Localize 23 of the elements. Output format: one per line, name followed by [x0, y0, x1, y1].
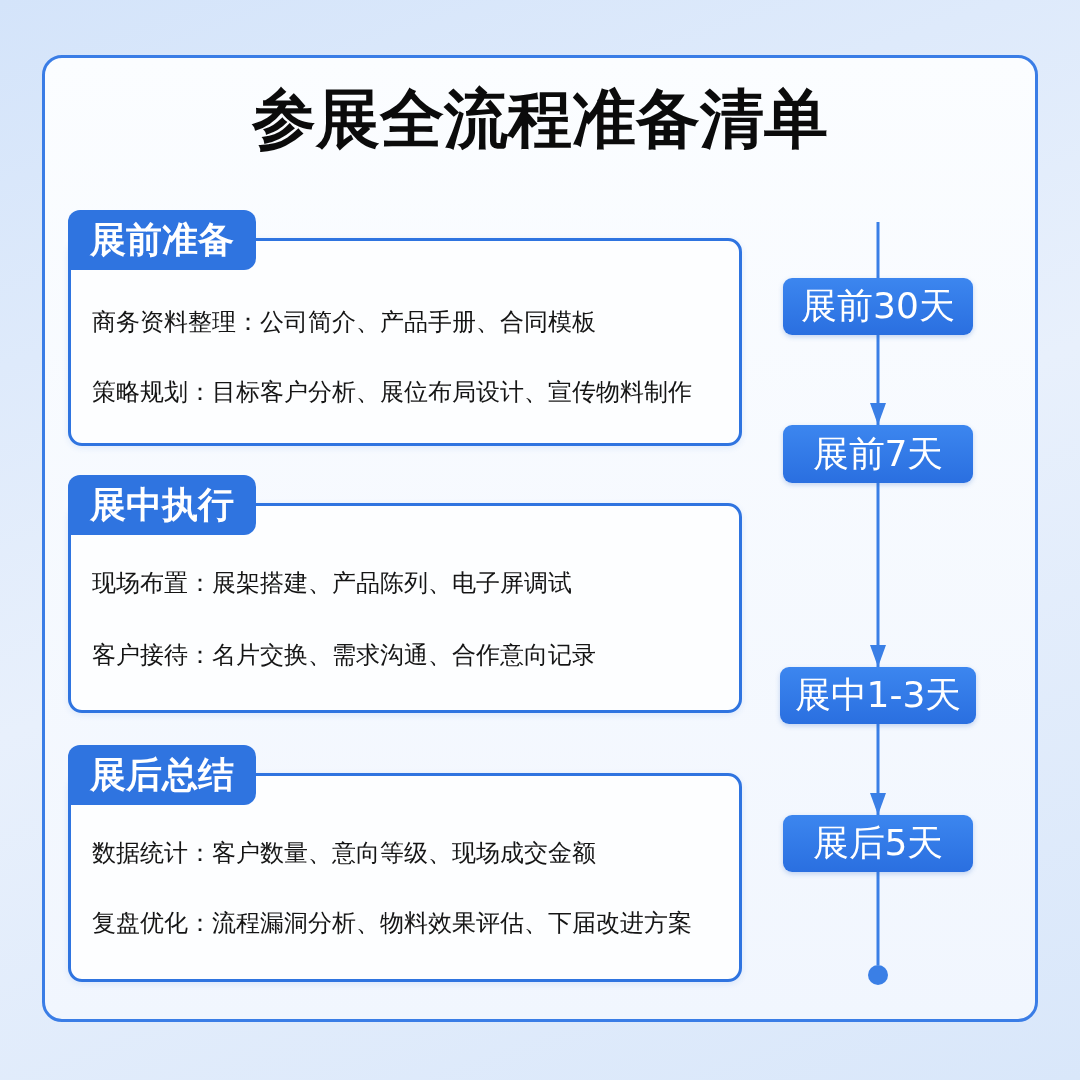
diagram-title: 参展全流程准备清单	[252, 81, 828, 158]
arrow	[870, 335, 886, 425]
checklist-item: 策略规划：目标客户分析、展位布局设计、宣传物料制作	[92, 377, 692, 408]
connector-line	[876, 872, 880, 965]
timeline-step: 展前7天	[783, 425, 973, 483]
arrow	[870, 724, 886, 815]
section-card	[68, 210, 742, 446]
end-dot-icon	[868, 965, 888, 985]
section-tab: 展中执行	[68, 475, 256, 535]
checklist-item: 现场布置：展架搭建、产品陈列、电子屏调试	[92, 568, 572, 599]
section-tab: 展前准备	[68, 210, 256, 270]
checklist-item: 复盘优化：流程漏洞分析、物料效果评估、下届改进方案	[92, 908, 692, 939]
checklist-item: 数据统计：客户数量、意向等级、现场成交金额	[92, 838, 596, 869]
section-tab: 展后总结	[68, 745, 256, 805]
checklist-item: 商务资料整理：公司简介、产品手册、合同模板	[92, 307, 596, 338]
arrow	[870, 483, 886, 667]
checklist-item: 客户接待：名片交换、需求沟通、合作意向记录	[92, 640, 596, 671]
timeline-step: 展中1-3天	[780, 667, 976, 724]
connector-line	[876, 222, 880, 278]
section-card	[68, 745, 742, 982]
section-card	[68, 475, 742, 713]
timeline-step: 展前30天	[783, 278, 973, 335]
timeline-step: 展后5天	[783, 815, 973, 872]
